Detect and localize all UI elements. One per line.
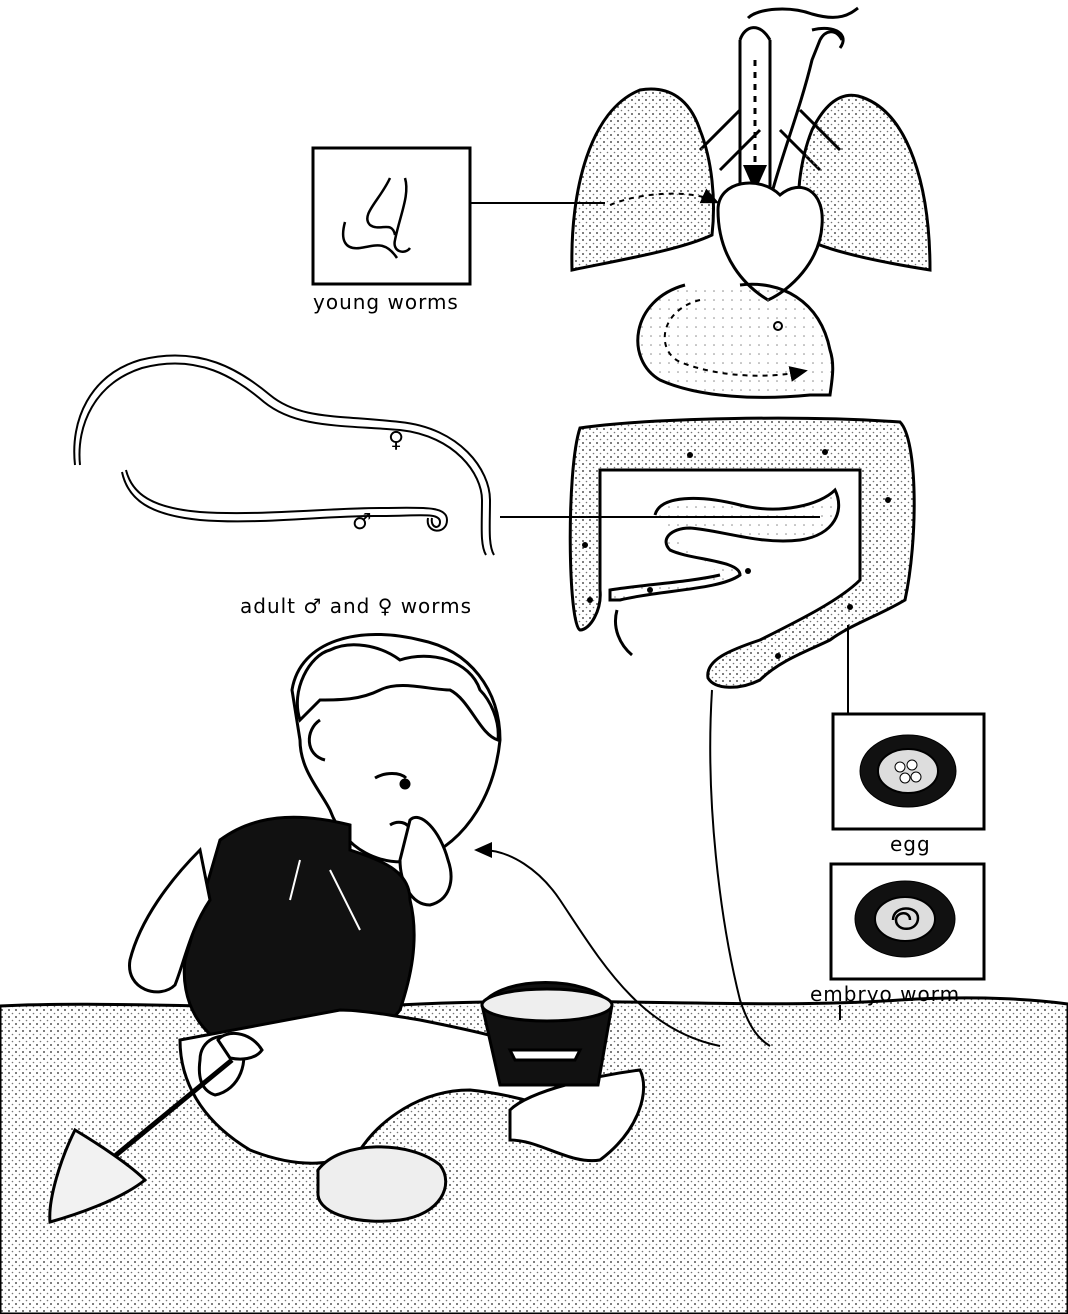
- egg-icon: [860, 735, 956, 807]
- egg-label: egg: [890, 832, 931, 856]
- adult-male-symbol: ♂: [303, 594, 322, 618]
- adult-and: and: [330, 594, 371, 618]
- heart-icon: [718, 183, 822, 300]
- adult-prefix: adult: [240, 594, 296, 618]
- bucket-icon: [482, 983, 612, 1086]
- adult-suffix: worms: [401, 594, 472, 618]
- male-symbol-label: ♂: [352, 510, 372, 535]
- egg-panel: [833, 625, 984, 829]
- intestine-icon: [570, 418, 914, 687]
- adult-worms-label: adult ♂ and ♀ worms: [240, 594, 472, 618]
- embryo-icon: [855, 881, 955, 957]
- embryo-worm-label: embryo worm: [810, 982, 960, 1006]
- young-worms-label: young worms: [313, 290, 459, 314]
- young-worms-panel: [313, 148, 605, 284]
- stomach-icon: [638, 284, 833, 397]
- female-symbol-label: ♀: [388, 428, 404, 453]
- adult-female-symbol: ♀: [378, 594, 394, 618]
